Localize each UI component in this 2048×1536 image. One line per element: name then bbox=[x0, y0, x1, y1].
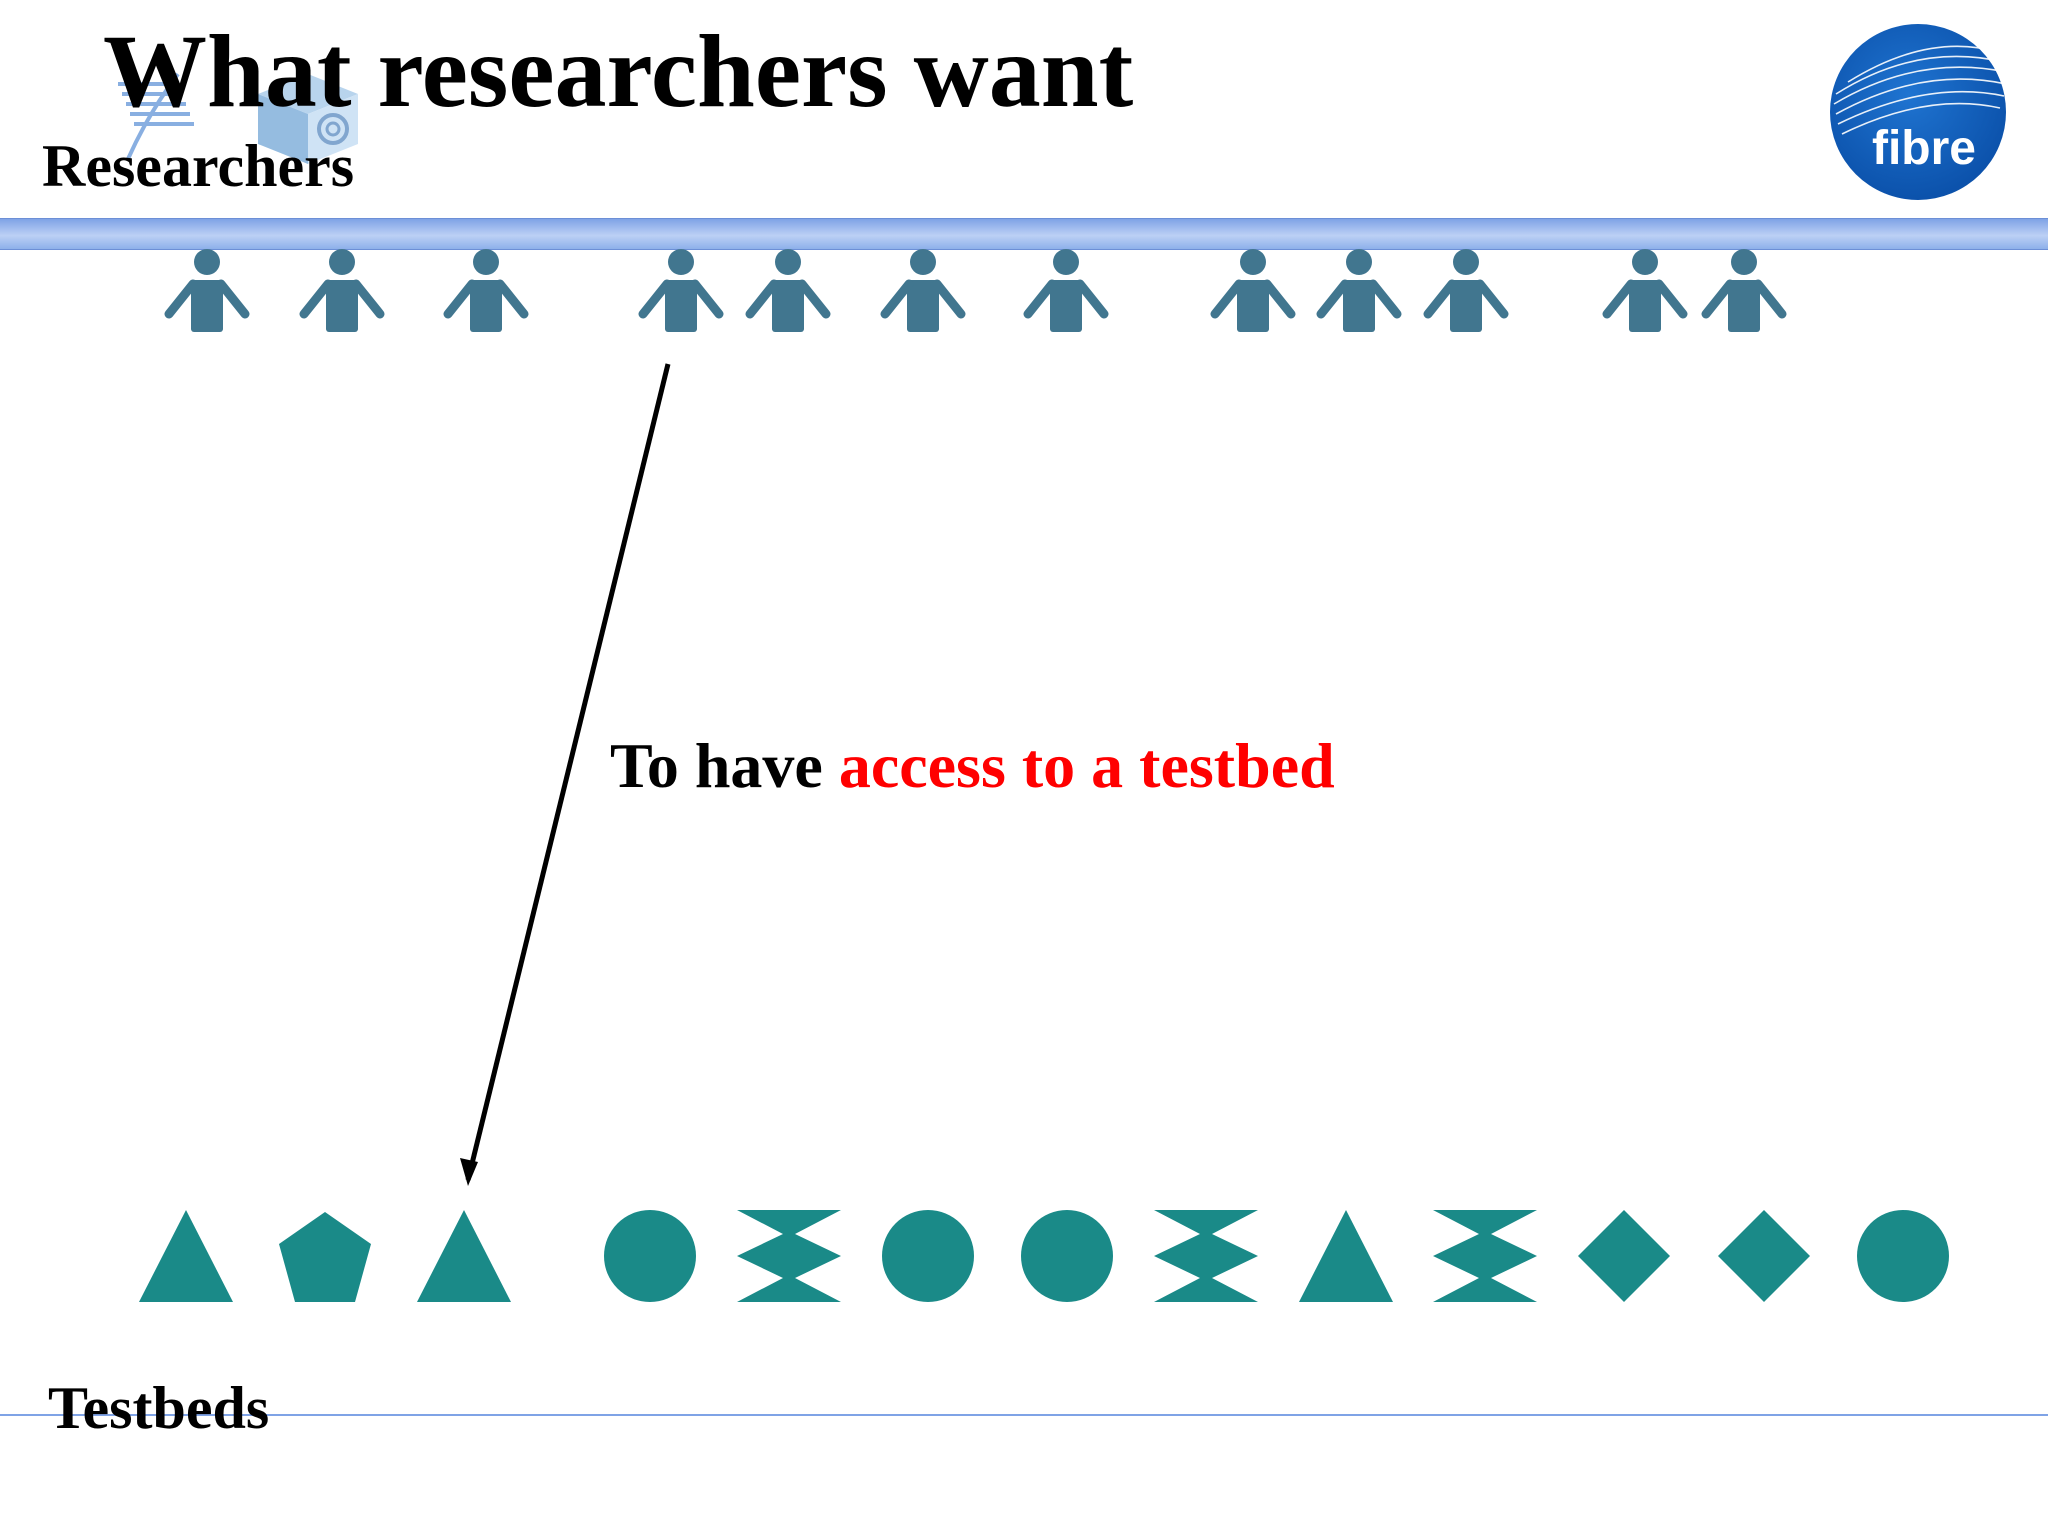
testbed-circle bbox=[1857, 1210, 1949, 1302]
researcher-icon bbox=[880, 249, 966, 332]
researcher-icon bbox=[443, 249, 529, 332]
testbed-diamond bbox=[1578, 1210, 1670, 1302]
project-logo bbox=[118, 72, 358, 164]
researcher-icon bbox=[164, 249, 250, 332]
researcher-icon bbox=[1023, 249, 1109, 332]
researcher-icon bbox=[638, 249, 724, 332]
testbed-hourglass bbox=[1433, 1210, 1537, 1302]
fibre-logo: fibre bbox=[1830, 24, 2007, 200]
slide-title: What researchers want bbox=[103, 14, 1134, 129]
researcher-icon bbox=[1701, 249, 1787, 332]
header-bar bbox=[0, 218, 2048, 250]
researchers-label: Researchers bbox=[42, 133, 355, 199]
testbed-circle bbox=[882, 1210, 974, 1302]
testbed-pentagon bbox=[279, 1212, 371, 1302]
testbed-hourglass bbox=[737, 1210, 841, 1302]
testbed-hourglass bbox=[1154, 1210, 1258, 1302]
researcher-icon bbox=[745, 249, 831, 332]
caption-highlight: access to a testbed bbox=[838, 730, 1335, 801]
testbed-circle bbox=[1021, 1210, 1113, 1302]
researcher-icon bbox=[1602, 249, 1688, 332]
access-arrowhead bbox=[460, 1158, 478, 1186]
testbed-triangle bbox=[417, 1210, 511, 1302]
testbed-circle bbox=[604, 1210, 696, 1302]
testbeds-group bbox=[139, 1210, 1949, 1302]
researchers-group bbox=[164, 249, 1787, 332]
testbed-diamond bbox=[1718, 1210, 1810, 1302]
footer-line bbox=[0, 1414, 2048, 1416]
access-caption: To have access to a testbed bbox=[610, 734, 1335, 798]
researcher-icon bbox=[1316, 249, 1402, 332]
access-arrow bbox=[465, 363, 671, 1181]
researcher-icon bbox=[1423, 249, 1509, 332]
testbed-triangle bbox=[1299, 1210, 1393, 1302]
researcher-icon bbox=[1210, 249, 1296, 332]
caption-prefix: To have bbox=[610, 730, 839, 801]
fibre-logo-text: fibre bbox=[1872, 122, 1976, 175]
testbeds-label: Testbeds bbox=[48, 1375, 270, 1441]
testbed-triangle bbox=[139, 1210, 233, 1302]
researcher-icon bbox=[299, 249, 385, 332]
